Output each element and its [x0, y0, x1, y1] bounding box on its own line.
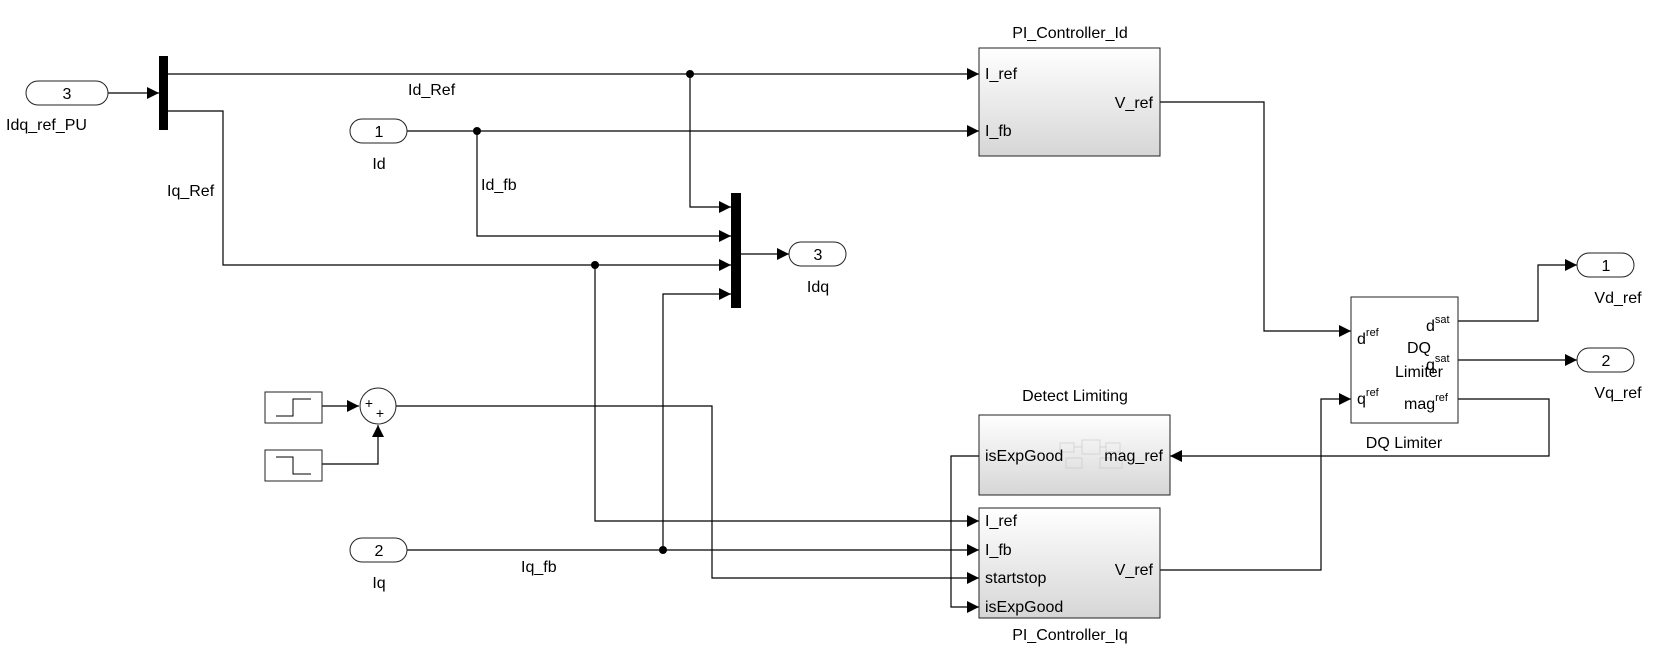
- block-title: Detect Limiting: [1022, 388, 1128, 405]
- step-block-down[interactable]: [264, 449, 323, 482]
- signal-label-iq-fb: Iq_fb: [521, 559, 557, 576]
- wire-id-fb-branch[interactable]: [476, 131, 731, 242]
- junction-dot: [659, 546, 667, 554]
- port-name: Iq: [372, 575, 385, 592]
- port-label-startstop: startstop: [985, 570, 1046, 587]
- wire-iq-fb-branch[interactable]: [662, 288, 731, 550]
- block-title: DQ Limiter: [1366, 435, 1443, 452]
- port-name: Id: [372, 156, 385, 173]
- port-label-d-ref: dref: [1357, 327, 1380, 348]
- port-label-i-fb: I_fb: [985, 123, 1012, 140]
- block-title: PI_Controller_Id: [1012, 25, 1128, 42]
- port-name: Idq: [807, 279, 829, 296]
- wire-iq-ref-branch[interactable]: [594, 265, 979, 527]
- inport-id[interactable]: 1 Id: [349, 118, 408, 173]
- wire-iq-ref[interactable]: [167, 110, 731, 271]
- junction-dot: [473, 127, 481, 135]
- port-name: Vq_ref: [1594, 385, 1642, 402]
- port-label-i-ref: I_ref: [985, 513, 1018, 530]
- wire-isexpgood[interactable]: [950, 455, 979, 613]
- wire-d-sat[interactable]: [1458, 259, 1577, 322]
- wire-vd-ref[interactable]: [1160, 101, 1351, 337]
- port-number: 3: [63, 86, 72, 103]
- subsystem-preview-icon: [1059, 439, 1123, 469]
- wire-step-down[interactable]: [322, 425, 384, 465]
- mux-bar-idq-ref[interactable]: [159, 56, 168, 130]
- signal-label-id-fb: Id_fb: [481, 177, 517, 194]
- wire-mag-ref[interactable]: [1170, 398, 1550, 462]
- port-label-q-ref: qref: [1357, 387, 1380, 408]
- port-number: 1: [1602, 258, 1611, 275]
- signal-lines: [108, 68, 1577, 613]
- outport-vd-ref[interactable]: 1 Vd_ref: [1576, 252, 1642, 307]
- wire-id-ref-branch[interactable]: [689, 74, 731, 213]
- signal-label-iq-ref: Iq_Ref: [167, 183, 215, 200]
- pi-controller-iq-block[interactable]: I_ref I_fb startstop isExpGood V_ref PI_…: [978, 507, 1161, 644]
- signal-label-id-ref: Id_Ref: [408, 82, 456, 99]
- step-down-icon: [276, 456, 311, 475]
- port-number: 1: [375, 124, 384, 141]
- block-center-line2: Limiter: [1395, 364, 1444, 381]
- sum-block[interactable]: + +: [359, 387, 397, 425]
- block-center-line1: DQ: [1407, 340, 1431, 357]
- pi-controller-id-block[interactable]: PI_Controller_Id I_ref I_fb V_ref: [978, 25, 1161, 157]
- port-label-i-fb: I_fb: [985, 542, 1012, 559]
- outport-vq-ref[interactable]: 2 Vq_ref: [1576, 347, 1642, 402]
- dq-limiter-block[interactable]: dref qref DQ Limiter dsat qsat magref DQ…: [1350, 296, 1459, 452]
- detect-limiting-block[interactable]: Detect Limiting isExpGood mag_ref: [978, 388, 1171, 496]
- port-label-isexpgood: isExpGood: [985, 599, 1063, 616]
- junction-dot: [686, 70, 694, 78]
- port-label-v-ref: V_ref: [1115, 562, 1154, 579]
- outport-idq[interactable]: 3 Idq: [788, 241, 847, 296]
- port-number: 3: [814, 247, 823, 264]
- port-label-isexpgood: isExpGood: [985, 448, 1063, 465]
- sum-sign-top: +: [365, 395, 373, 411]
- mux-bar-idq[interactable]: [731, 193, 741, 308]
- branch-points: [473, 70, 694, 554]
- step-up-icon: [276, 398, 311, 417]
- port-label-mag-ref: mag_ref: [1104, 448, 1163, 465]
- port-name: Vd_ref: [1594, 290, 1642, 307]
- step-block-up[interactable]: [264, 391, 323, 424]
- wire-startstop[interactable]: [396, 405, 979, 584]
- port-number: 2: [1602, 353, 1611, 370]
- port-label-q-sat: qsat: [1426, 353, 1450, 374]
- port-label-v-ref: V_ref: [1115, 95, 1154, 112]
- block-title: PI_Controller_Iq: [1012, 627, 1128, 644]
- sum-sign-bottom: +: [376, 405, 384, 421]
- inport-idq-ref-pu[interactable]: 3 Idq_ref_PU: [6, 80, 109, 134]
- port-name: Idq_ref_PU: [6, 117, 87, 134]
- port-label-mag-ref: magref: [1404, 392, 1449, 413]
- port-number: 2: [375, 543, 384, 560]
- port-label-d-sat: dsat: [1426, 314, 1450, 335]
- junction-dot: [591, 261, 599, 269]
- inport-iq[interactable]: 2 Iq: [349, 537, 408, 592]
- port-label-i-ref: I_ref: [985, 66, 1018, 83]
- wire-vq-ref[interactable]: [1160, 393, 1351, 571]
